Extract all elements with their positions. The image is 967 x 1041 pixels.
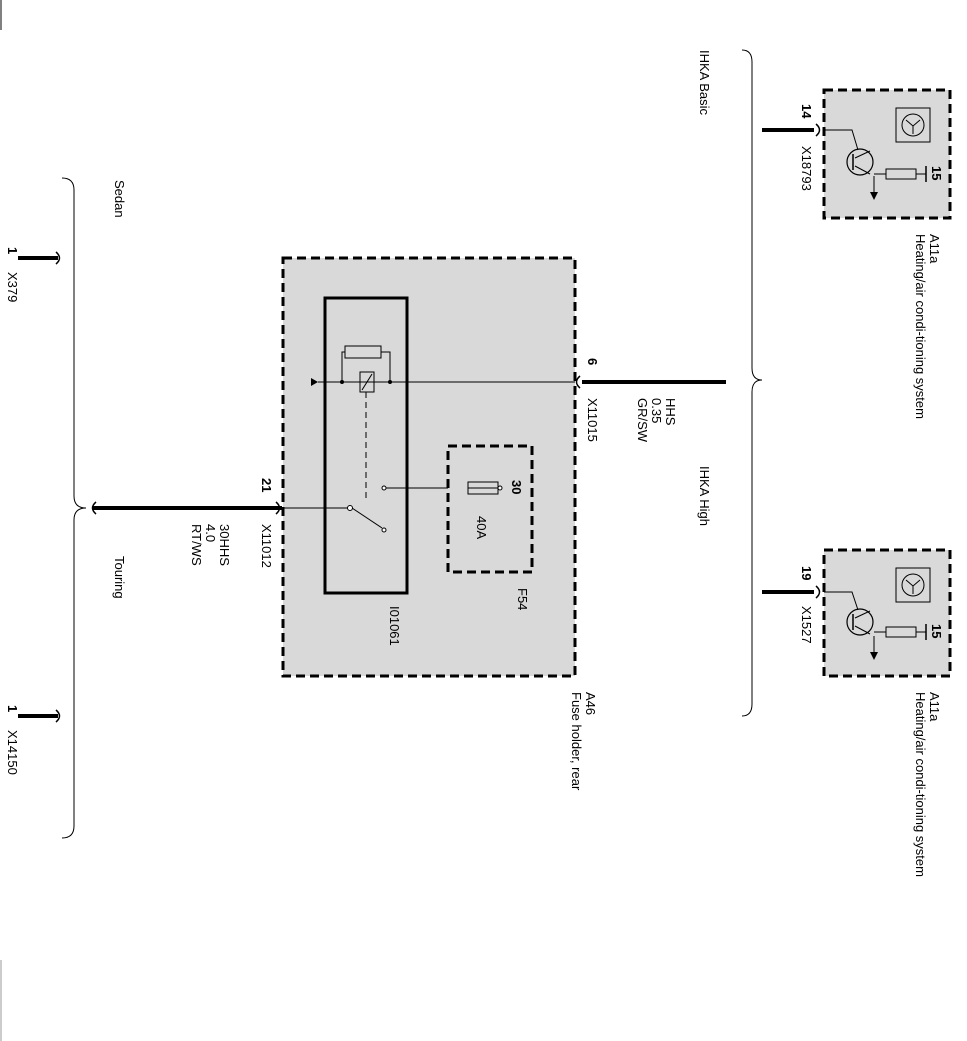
switch-pivot [347,505,353,511]
supply-wire-gauge: 4.0 [203,524,218,542]
switch-contact [381,527,387,533]
x11015-name: X11015 [585,398,600,442]
supply-wire-color: RT/WS [189,524,204,566]
fuse-box [446,444,534,574]
control-unit-icon [895,567,931,603]
relay-id: I01061 [387,606,402,646]
x379-pin: 1 [5,247,20,254]
transistor-collector [854,610,871,619]
x379-name: X379 [5,272,20,302]
control-unit-symbol [905,579,921,594]
transistor-icon [846,608,874,636]
ground-arrow-icon [870,652,878,660]
variant-brace-right [741,49,763,717]
x14150-name: X14150 [5,730,20,775]
supply-wire-terminal [91,501,97,515]
control-wire-gauge: 0.35 [649,398,664,423]
variant-ihka-basic: IHKA Basic [697,50,712,116]
x14150-pin: 1 [5,705,20,712]
x11012-name: X11012 [259,524,274,568]
variant-touring: Touring [112,556,127,599]
fuse-rating: 40A [474,516,489,539]
x18793-name: X18793 [799,146,814,191]
transistor-emitter [854,165,871,175]
relay-coil-diagonal [361,373,373,391]
switch-contact-fuse [381,485,387,491]
control-unit-circle [901,573,925,597]
lower-module-box [822,548,952,678]
lower-module-pin: 15 [929,624,944,638]
variant-ihka-high: IHKA High [697,466,712,526]
variant-sedan: Sedan [112,180,127,218]
upper-module-pin: 15 [929,166,944,180]
upper-base-line [824,129,859,151]
upper-module-description: Heating/air condi-tioning system [913,234,928,419]
x18793-terminal [815,123,821,137]
control-wire-color: GR/SW [635,398,650,443]
fuse-terminal-number: 30 [509,480,524,494]
control-unit-circle [901,113,925,137]
fuse-holder-id: A46 [583,692,598,715]
x14150-terminal [55,709,61,723]
fuse-id: F54 [515,588,530,610]
fuse-holder-description: Fuse holder, rear [569,692,584,791]
supply-wire-signal: 30HHS [217,524,232,566]
lower-base-line [824,591,859,611]
variant-brace-left [61,177,87,839]
ground-arrow-icon [870,192,878,200]
coil-resistor [344,345,382,359]
x11015-terminal [575,375,581,389]
coil-resistor-branch [341,351,391,382]
x18793-pin: 14 [799,104,814,119]
x379-terminal [55,251,61,265]
fuse-terminal [497,485,503,491]
x11012-pin: 21 [259,478,274,492]
lower-module-id: A11a [927,692,942,722]
lower-module-description: Heating/air condi-tioning system [913,692,928,877]
control-unit-symbol [905,119,921,134]
x1527-name: X1527 [799,606,814,644]
relay-coil-icon [359,371,375,393]
x11015-pin: 6 [585,358,600,365]
upper-module-box [822,88,952,220]
ground-arrow-icon [311,378,318,386]
transistor-icon [846,148,874,176]
transistor-collector [854,150,871,159]
upper-module-id: A11a [927,234,942,264]
switch-blade [351,507,383,529]
x11012-terminal [275,501,281,515]
transistor-emitter [854,625,871,635]
x1527-terminal [815,585,821,599]
control-wire-signal: HHS [663,398,678,426]
control-unit-icon [895,107,931,143]
x1527-pin: 19 [799,566,814,580]
